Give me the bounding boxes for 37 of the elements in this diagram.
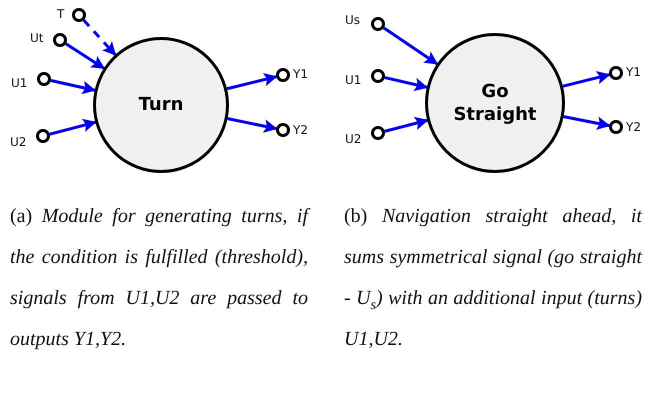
terminal-label: Y2 <box>293 123 308 137</box>
terminal-label: T <box>57 7 64 21</box>
arrow <box>227 117 278 133</box>
arrow <box>50 79 96 94</box>
caption: (a) Module for generating turns, if the condition is fulfilled (threshold), signals from U1,U2 are passed to outputs Y1,Y2. <box>10 196 308 360</box>
terminal-label: Y1 <box>626 65 641 79</box>
terminal-label: Us <box>345 13 360 27</box>
terminal-circle <box>276 68 290 82</box>
arrow <box>382 26 438 66</box>
terminal-label: U2 <box>345 132 362 146</box>
terminal-label: U1 <box>345 73 362 87</box>
arrow <box>563 115 610 130</box>
arrow <box>82 19 116 56</box>
terminal-circle <box>371 17 385 31</box>
arrow <box>384 116 428 133</box>
arrow <box>49 118 97 136</box>
module-name: Go Straight <box>452 80 538 126</box>
terminal-label: Y2 <box>626 120 641 134</box>
arrow <box>226 73 278 90</box>
terminal-circle <box>53 33 67 47</box>
terminal-circle <box>609 66 623 80</box>
caption: (b) Navigation straight ahead, it sums symmetrical signal (go straight - U$_{s}$) with an additional input (turns) U1,U2. <box>344 204 642 352</box>
terminal-circle <box>276 123 290 137</box>
terminal-circle <box>37 72 51 86</box>
terminal-label: Y1 <box>293 67 308 81</box>
arrow <box>384 76 428 92</box>
module-name: Turn <box>138 93 184 117</box>
terminal-circle <box>371 126 385 140</box>
terminal-circle <box>371 69 385 83</box>
terminal-label: U2 <box>10 135 26 149</box>
terminal-circle <box>72 8 86 22</box>
terminal-label: U1 <box>11 76 28 90</box>
terminal-circle <box>609 120 623 134</box>
terminal-label: Ut <box>30 31 44 45</box>
arrow <box>65 42 105 70</box>
terminal-circle <box>36 129 50 143</box>
arrow <box>562 71 611 88</box>
